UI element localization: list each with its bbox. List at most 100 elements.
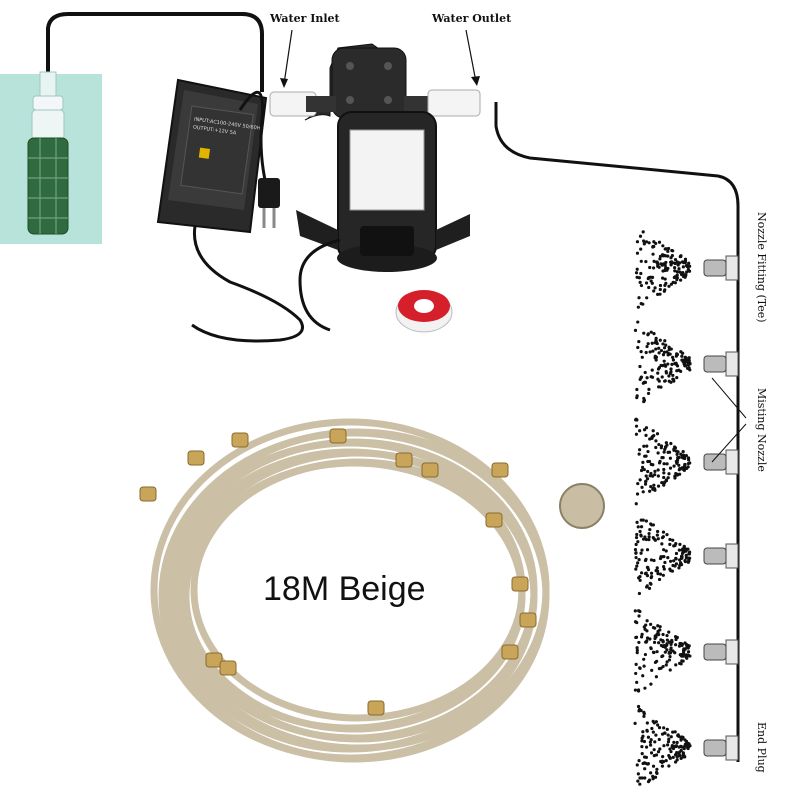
mist-dot [641,518,645,522]
mist-dot [643,454,647,458]
mist-dot [683,755,687,759]
mist-dot [637,614,641,618]
coil-nozzle [395,452,413,468]
nozzle-fitting-tee [725,351,739,377]
mist-dot [663,339,667,343]
mist-dot [661,244,665,248]
mist-dot [658,292,662,296]
mist-dot [663,379,667,383]
mist-dot [664,758,668,763]
mist-dot [634,567,638,571]
mist-dot [636,689,641,693]
mist-dot [642,428,647,432]
mist-dot [634,418,638,422]
mist-dot [661,535,665,539]
mist-dot [679,254,683,258]
mist-dot [666,249,670,253]
mist-dot [671,730,675,734]
mist-dot [648,740,652,744]
mist-dot [635,651,639,655]
mist-dot [634,424,639,428]
mist-dot [665,638,669,642]
mist-dot [641,537,646,541]
mist-dot [660,481,664,485]
mist-dot [644,281,649,285]
mist-dot [647,387,651,391]
mist-dot [662,567,666,571]
mist-dot [652,483,656,487]
mist-dot [639,247,643,251]
mist-dot [663,447,667,451]
mist-dot [653,775,658,779]
mist-dot [659,385,663,389]
mist-dot [653,626,657,630]
mist-dot [655,533,659,537]
mist-dot [671,280,675,284]
mist-dot [634,662,638,666]
mist-dot [648,743,653,747]
mist-dot [668,456,672,460]
mist-dot [635,492,640,496]
mist-dot [651,719,655,723]
mist-dot [688,461,692,465]
mist-dot [654,241,658,246]
mist-dot [655,260,659,264]
mist-dot [649,330,653,334]
mist-dot [665,642,669,646]
mist-dot [638,666,642,670]
mist-dot [683,742,688,746]
mist-dot [664,260,668,265]
mist-dot [662,643,666,648]
coil-nozzle [519,612,537,628]
mist-dot [673,753,678,757]
mist-dot [635,646,639,650]
mist-dot [647,531,651,536]
mist-dot [678,653,682,657]
mist-dot [649,582,653,586]
mist-dot [646,391,651,396]
mist-dot [641,761,645,766]
mist-dot [635,396,639,400]
mist-dot [638,234,643,238]
mist-dot [645,477,650,481]
mist-dot [675,276,679,280]
mist-dot [648,350,652,354]
mist-dot [661,573,665,577]
mist-dot [668,559,673,563]
coil-nozzle [511,576,529,592]
mist-dot [671,377,675,381]
mist-dot [662,475,666,480]
mist-dot [636,779,640,783]
mist-dot [649,571,654,575]
mist-dot [667,764,671,768]
mist-dot [659,444,664,448]
mist-dot [666,733,670,737]
mist-dot [638,578,642,582]
mist-dot [671,746,676,751]
mist-dot [674,542,678,546]
mist-dot [638,478,642,482]
mist-dot [661,664,665,669]
mist-dot [642,331,646,335]
mist-dot [645,629,649,633]
mist-dot [640,632,644,636]
coil-nozzle [219,660,237,676]
mist-dot [660,732,665,736]
mist-dot [666,246,671,251]
mist-dot [685,270,689,274]
mist-dot [681,654,685,658]
mist-dot [681,358,685,362]
mist-dot [642,714,646,718]
mist-dot [667,658,672,662]
mist-dot [638,280,642,284]
mist-dot [657,346,661,350]
nozzle-fitting-tee [725,543,739,569]
mist-dot [665,660,669,664]
mist-dot [677,745,681,749]
mist-dot [637,339,641,344]
mist-dot [663,268,667,273]
mist-dot [657,641,661,645]
mist-dot [654,445,658,450]
mist-dot [656,367,661,371]
mist-dot [666,254,670,258]
